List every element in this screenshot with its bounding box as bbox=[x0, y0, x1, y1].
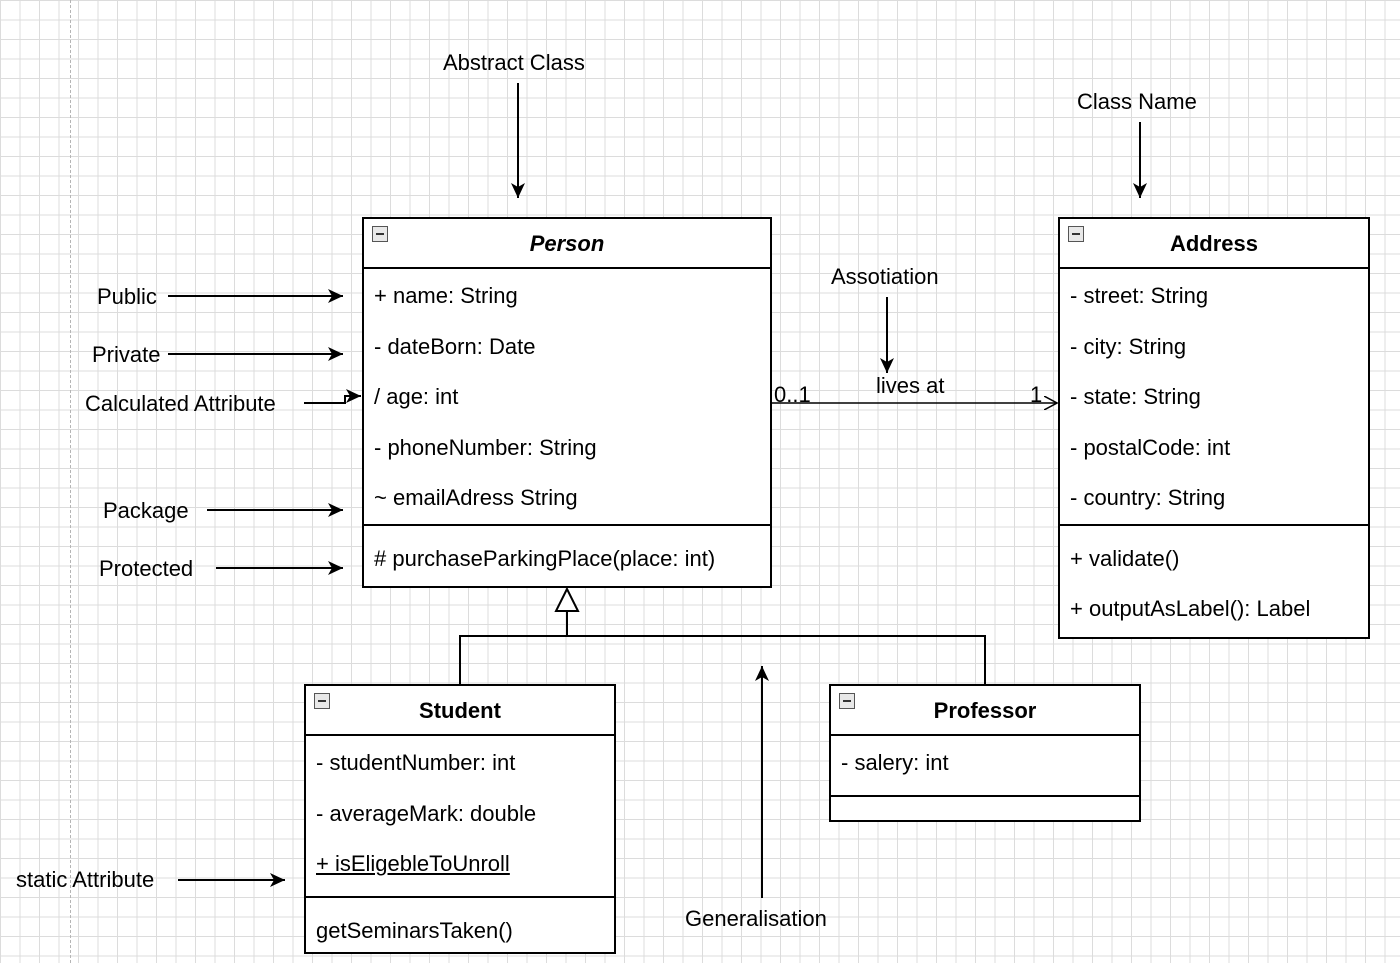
attribute-row: - dateBorn: Date bbox=[374, 333, 536, 359]
class-header: Person bbox=[364, 219, 770, 269]
label-protected: Protected bbox=[99, 556, 194, 581]
label-abstract-class: Abstract Class bbox=[443, 50, 585, 75]
methods-section bbox=[831, 794, 1139, 821]
attribute-row: - street: String bbox=[1070, 283, 1209, 308]
label-public: Public bbox=[97, 284, 157, 309]
attributes-section: - salery: int bbox=[831, 736, 1139, 795]
attributes-section: - street: String - city: String - state:… bbox=[1060, 269, 1368, 524]
page-boundary-guide bbox=[70, 0, 71, 963]
attribute-row: / age: int bbox=[374, 384, 459, 409]
generalisation-triangle bbox=[554, 586, 580, 612]
method-row: getSeminarsTaken() bbox=[316, 917, 513, 943]
class-header: Professor bbox=[831, 686, 1139, 736]
methods-section: # purchaseParkingPlace(place: int) bbox=[364, 523, 770, 585]
attribute-row: - country: String bbox=[1070, 485, 1226, 510]
attribute-row: - postalCode: int bbox=[1070, 434, 1231, 460]
method-row: # purchaseParkingPlace(place: int) bbox=[374, 545, 716, 571]
class-professor[interactable]: Professor - salery: int bbox=[829, 684, 1141, 822]
collapse-icon[interactable] bbox=[839, 693, 855, 709]
method-row: + outputAsLabel(): Label bbox=[1070, 596, 1311, 621]
label-generalisation: Generalisation bbox=[685, 906, 827, 931]
multiplicity-target: 1 bbox=[1030, 382, 1043, 407]
class-student[interactable]: Student - studentNumber: int - averageMa… bbox=[304, 684, 616, 954]
methods-section: getSeminarsTaken() bbox=[306, 895, 614, 957]
attribute-row: - studentNumber: int bbox=[316, 750, 516, 775]
class-header: Student bbox=[306, 686, 614, 736]
label-association: Assotiation bbox=[831, 264, 939, 289]
attribute-row: ~ emailAdress String bbox=[374, 485, 578, 510]
label-static-attribute: static Attribute bbox=[16, 867, 155, 892]
class-name: Student bbox=[419, 698, 501, 723]
collapse-icon[interactable] bbox=[372, 226, 388, 242]
attribute-row: - state: String bbox=[1070, 384, 1201, 409]
label-private: Private bbox=[92, 342, 161, 367]
label-lives-at: lives at bbox=[876, 373, 945, 398]
class-name: Professor bbox=[933, 698, 1037, 723]
collapse-icon[interactable] bbox=[314, 693, 330, 709]
arrow-calculated-attribute bbox=[304, 389, 361, 404]
attribute-row: - city: String bbox=[1070, 333, 1187, 359]
generalisation-line bbox=[459, 635, 986, 685]
multiplicity-source: 0..1 bbox=[774, 382, 811, 407]
static-attribute-row: + isEligebleToUnroll bbox=[316, 851, 510, 876]
class-person[interactable]: Person + name: String - dateBorn: Date /… bbox=[362, 217, 772, 588]
method-row: + validate() bbox=[1070, 545, 1180, 571]
class-header: Address bbox=[1060, 219, 1368, 269]
attributes-section: - studentNumber: int - averageMark: doub… bbox=[306, 736, 614, 896]
label-package: Package bbox=[103, 498, 189, 523]
attribute-row: - averageMark: double bbox=[316, 800, 537, 826]
class-name: Address bbox=[1169, 231, 1259, 256]
label-class-name: Class Name bbox=[1077, 89, 1197, 114]
label-calculated-attribute: Calculated Attribute bbox=[85, 391, 276, 416]
class-address[interactable]: Address - street: String - city: String … bbox=[1058, 217, 1370, 639]
attribute-row: + name: String bbox=[374, 283, 518, 308]
attribute-row: - salery: int bbox=[841, 750, 949, 775]
collapse-icon[interactable] bbox=[1068, 226, 1084, 242]
attributes-section: + name: String - dateBorn: Date / age: i… bbox=[364, 269, 770, 524]
methods-section: + validate() + outputAsLabel(): Label bbox=[1060, 523, 1368, 635]
class-name: Person bbox=[529, 231, 605, 256]
attribute-row: - phoneNumber: String bbox=[374, 434, 597, 460]
